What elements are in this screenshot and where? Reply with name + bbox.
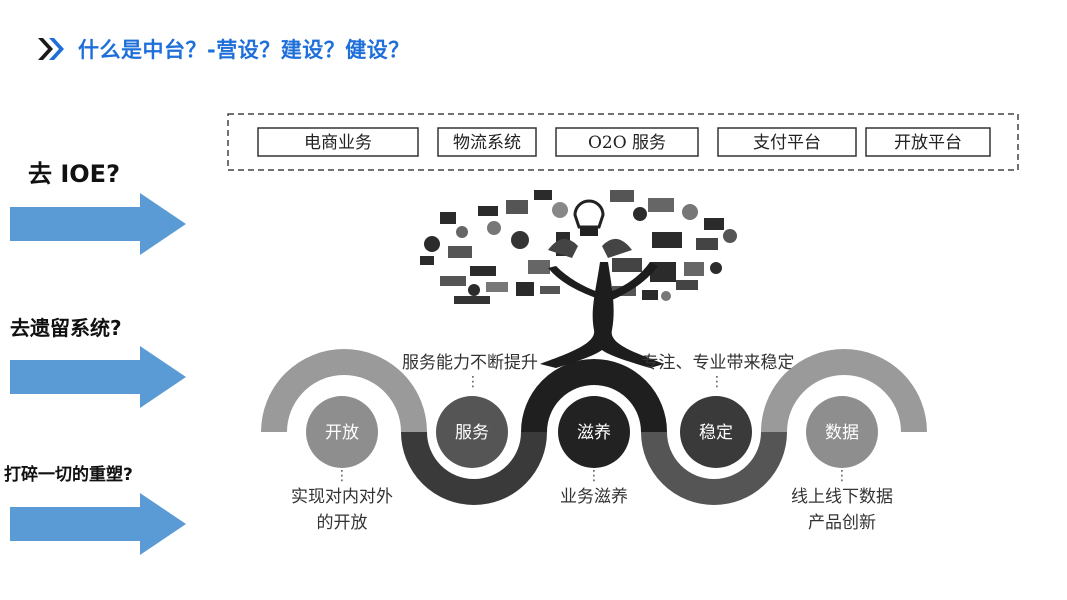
circle-open: 开放 [306, 396, 378, 468]
caption-openness-2: 的开放 [317, 513, 368, 533]
business-box: 电商业务 [257, 127, 419, 157]
circle-nourish: 滋养 [558, 396, 630, 468]
caption-business-nourish: 业务滋养 [560, 487, 628, 507]
caption-data-2: 产品创新 [808, 513, 876, 533]
caption-stability: 专注、专业带来稳定 [642, 353, 795, 373]
circle-label: 数据 [825, 423, 859, 443]
circle-label: 服务 [455, 423, 489, 443]
svg-text:⋮: ⋮ [335, 468, 349, 484]
circle-label: 稳定 [699, 423, 733, 443]
tree-trunk [540, 262, 664, 368]
business-box-label: 开放平台 [894, 133, 962, 153]
caption-openness-1: 实现对内对外 [291, 487, 393, 507]
right-arrow-icon [10, 493, 186, 555]
svg-text:⋮: ⋮ [835, 468, 849, 484]
circle-label: 开放 [325, 423, 359, 443]
business-box-label: 物流系统 [453, 133, 521, 153]
svg-text:⋮: ⋮ [710, 374, 724, 390]
wave-band [261, 349, 927, 505]
svg-text:⋮: ⋮ [466, 374, 480, 390]
business-box-label: 支付平台 [753, 133, 821, 153]
double-chevron-icon [38, 38, 64, 60]
label-remove-legacy: 去遗留系统? [10, 316, 122, 340]
caption-data-1: 线上线下数据 [791, 487, 893, 507]
circle-service: 服务 [436, 396, 508, 468]
business-box: 开放平台 [865, 127, 991, 157]
right-arrow-icon [10, 346, 186, 408]
circle-stable: 稳定 [680, 396, 752, 468]
slide-header: 什么是中台？-营设？建设？健设？ [36, 34, 410, 64]
slide-title: 什么是中台？-营设？建设？健设？ [78, 38, 410, 62]
business-box-label: O2O 服务 [588, 133, 666, 153]
business-box: O2O 服务 [555, 127, 699, 157]
circle-label: 滋养 [577, 423, 611, 443]
business-box-label: 电商业务 [304, 133, 372, 153]
svg-text:⋮: ⋮ [587, 468, 601, 484]
caption-service-capability: 服务能力不断提升 [402, 353, 538, 373]
business-box: 支付平台 [717, 127, 857, 157]
lightbulb-icon [573, 199, 605, 229]
circle-data: 数据 [806, 396, 878, 468]
label-remove-ioe: 去 IOE? [28, 160, 121, 188]
label-rebuild-all: 打碎一切的重塑? [4, 465, 133, 485]
business-frame [227, 113, 1019, 171]
right-arrow-icon [10, 193, 186, 255]
business-box: 物流系统 [437, 127, 537, 157]
